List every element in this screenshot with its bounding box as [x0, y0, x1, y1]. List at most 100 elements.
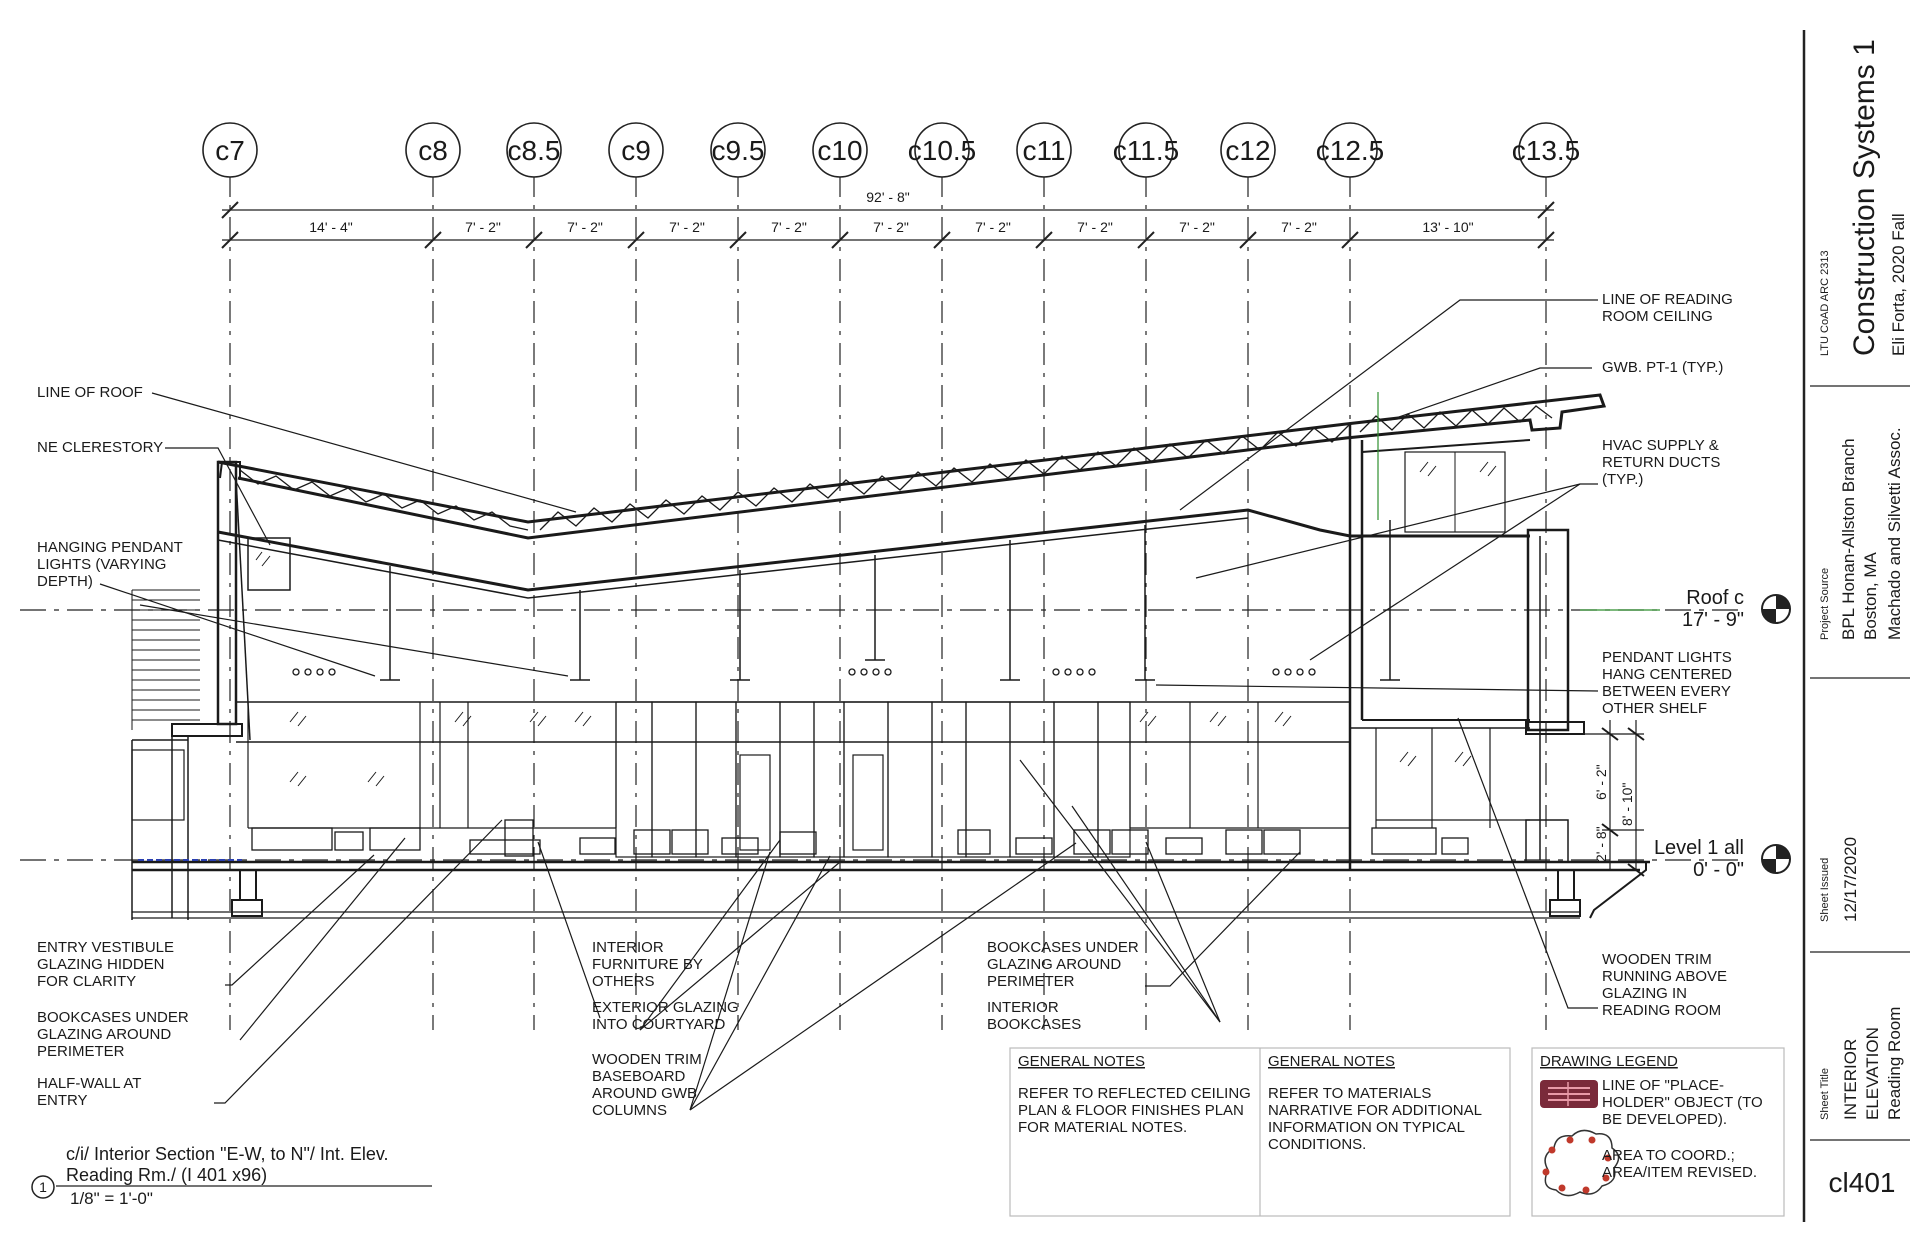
segment-dimension: 14' - 4" — [309, 219, 352, 235]
legend-item: AREA TO COORD.; — [1602, 1147, 1735, 1164]
grid-bubbles — [202, 122, 1574, 178]
note-ne-clerestory: NE CLERESTORY — [37, 439, 163, 456]
segment-dimension: 7' - 2" — [465, 219, 501, 235]
segment-dimension: 7' - 2" — [669, 219, 705, 235]
roof-level-marker — [1761, 594, 1791, 624]
general-notes-line: PLAN & FLOOR FINISHES PLAN — [1018, 1102, 1244, 1119]
general-notes-line: REFER TO REFLECTED CEILING — [1018, 1085, 1251, 1102]
roof-truss-right — [539, 423, 1351, 531]
segment-dimension: 7' - 2" — [975, 219, 1011, 235]
grid-label: c12.5 — [1316, 135, 1385, 166]
note-pendant: PENDANT LIGHTS — [1602, 649, 1732, 666]
project-city: Boston, MA — [1861, 551, 1880, 640]
pendant-lights — [380, 520, 1400, 681]
note-pendant-lights: LIGHTS (VARYING — [37, 556, 166, 573]
grid-label: c9 — [621, 135, 651, 166]
roof-profile — [217, 393, 1607, 540]
grid-label: c11.5 — [1113, 135, 1179, 166]
entry-louvers — [131, 589, 200, 730]
vertical-dim-value: 6' - 2" — [1593, 764, 1609, 800]
level1-elevation: 0' - 0" — [1693, 859, 1744, 881]
grid-label: c8 — [418, 135, 448, 166]
right-base — [1525, 819, 1569, 863]
grid-bubble — [914, 122, 970, 178]
left-exterior-wall — [216, 460, 238, 726]
note-wood-trim: AROUND GWB — [592, 1085, 697, 1102]
note-pendant: BETWEEN EVERY — [1602, 683, 1731, 700]
note-wood-trim: BASEBOARD — [592, 1068, 686, 1085]
note-furniture: FURNITURE BY — [592, 956, 703, 973]
note-int-bookcases: BOOKCASES — [987, 1016, 1081, 1033]
course-code: LTU CoAD ARC 2313 — [1819, 250, 1831, 356]
note-ceiling: LINE OF READING — [1602, 291, 1733, 308]
interior-bookcases — [615, 701, 1131, 858]
note-trim: GLAZING IN — [1602, 985, 1687, 1002]
course-title: Construction Systems 1 — [1848, 39, 1881, 356]
glazing-hatch — [289, 461, 1497, 787]
sheet-title: Reading Room — [1885, 1007, 1904, 1120]
building-section — [131, 393, 1650, 920]
note-halfwall: ENTRY — [37, 1092, 88, 1109]
grid-label: c10.5 — [908, 135, 977, 166]
note-trim: RUNNING ABOVE — [1602, 968, 1727, 985]
legend-item: HOLDER" OBJECT (TO — [1602, 1094, 1763, 1111]
level-labels: Roof c 17' - 9" Level 1 all 0' - 0" — [1654, 587, 1744, 881]
legend-item: BE DEVELOPED). — [1602, 1111, 1727, 1128]
grid-bubble — [202, 122, 258, 178]
segment-dimension: 7' - 2" — [567, 219, 603, 235]
segment-dimension: 13' - 10" — [1422, 219, 1473, 235]
segment-dimension: 7' - 2" — [771, 219, 807, 235]
vertical-dim-value: 8' - 10" — [1619, 783, 1635, 826]
general-notes-line: REFER TO MATERIALS — [1268, 1085, 1431, 1102]
grid-label: c9.5 — [712, 135, 765, 166]
revision-cloud-icon — [1542, 1129, 1620, 1197]
foundations — [231, 869, 1581, 917]
right-tower-wall — [1526, 528, 1570, 732]
drawing-legend: DRAWING LEGEND LINE OF "PLACE- HOLDER" O… — [1531, 1047, 1785, 1217]
note-hvac: RETURN DUCTS — [1602, 454, 1720, 471]
note-vestibule: GLAZING HIDDEN — [37, 956, 165, 973]
grid-bubble — [405, 122, 461, 178]
entry-panel — [131, 749, 185, 821]
reading-room-ceiling — [217, 508, 1530, 592]
grid-bubble — [506, 122, 562, 178]
level1-name: Level 1 all — [1654, 837, 1744, 859]
dimension-strings — [221, 201, 1555, 249]
grid-label: c12 — [1225, 135, 1270, 166]
note-int-bookcases: INTERIOR — [987, 999, 1059, 1016]
dimension-values: 92' - 8" 14' - 4" 7' - 2" 7' - 2" 7' - 2… — [309, 189, 1473, 235]
note-furniture: OTHERS — [592, 973, 655, 990]
note-bookcases-mid: BOOKCASES UNDER — [987, 939, 1139, 956]
grid-label: c8.5 — [508, 135, 561, 166]
grid-labels: c7 c8 c8.5 c9 c9.5 c10 c10.5 c11 c11.5 c… — [215, 135, 1580, 166]
legend-heading: DRAWING LEGEND — [1540, 1053, 1678, 1070]
grid-lines — [229, 175, 1547, 1030]
segment-dimension: 7' - 2" — [1281, 219, 1317, 235]
view-scale: 1/8" = 1'-0" — [70, 1189, 153, 1208]
vertical-dim-values: 6' - 2" 8' - 10" 2' - 8" — [1593, 764, 1635, 862]
note-ext-glazing: INTO COURTYARD — [592, 1016, 726, 1033]
annotations-left: LINE OF ROOF NE CLERESTORY HANGING PENDA… — [37, 384, 183, 590]
roof-truss-upper — [1359, 405, 1553, 433]
sheet-issued-date: 12/17/2020 — [1841, 837, 1860, 922]
vertical-dimension — [1582, 720, 1645, 877]
segment-dimension: 7' - 2" — [1179, 219, 1215, 235]
view-title-line1: c/i/ Interior Section "E-W, to N"/ Int. … — [66, 1144, 389, 1164]
legend-item: AREA/ITEM REVISED. — [1602, 1164, 1757, 1181]
segment-dimension: 7' - 2" — [1077, 219, 1113, 235]
note-ceiling: ROOM CEILING — [1602, 308, 1713, 325]
legend-item: LINE OF "PLACE- — [1602, 1077, 1724, 1094]
grid-bubble — [710, 122, 766, 178]
general-notes-line: NARRATIVE FOR ADDITIONAL — [1268, 1102, 1482, 1119]
grid-label: c13.5 — [1512, 135, 1581, 166]
note-trim: WOODEN TRIM — [1602, 951, 1712, 968]
note-wood-trim: WOODEN TRIM — [592, 1051, 702, 1068]
general-notes-line: CONDITIONS. — [1268, 1136, 1366, 1153]
grid-bubble — [608, 122, 664, 178]
grid-bubble — [1518, 122, 1574, 178]
glazing-mullions — [247, 702, 1491, 828]
author: Eli Forta, 2020 Fall — [1889, 213, 1908, 356]
grid-label: c10 — [817, 135, 862, 166]
placeholder-line-icon — [1540, 1080, 1598, 1108]
hvac-ducts — [292, 668, 1316, 676]
